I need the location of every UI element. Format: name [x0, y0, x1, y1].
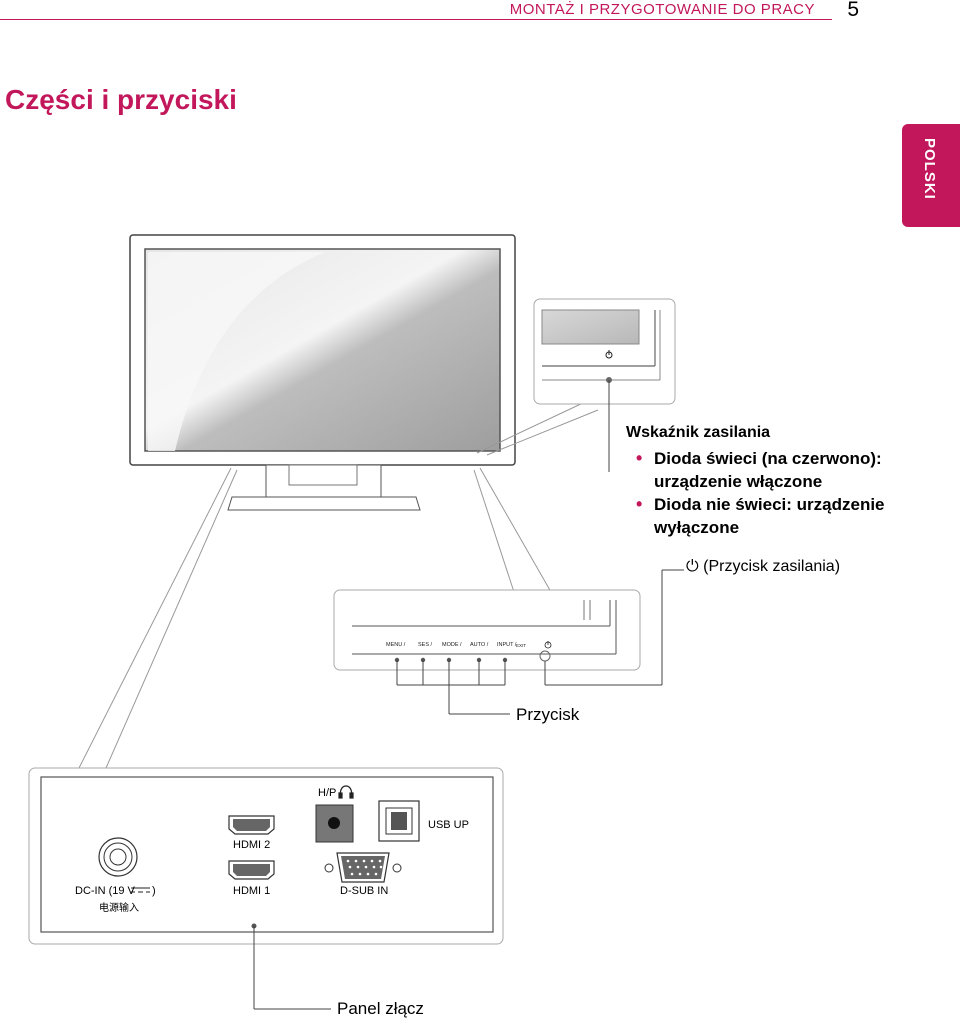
- usb-up-port: [378, 800, 420, 842]
- power-indicator-callout: [533, 298, 676, 472]
- panel-label: Panel złącz: [337, 999, 424, 1018]
- menu-label: MENU /: [386, 642, 406, 648]
- headphone-port: [315, 804, 354, 843]
- headphone-icon: [338, 785, 354, 799]
- dc-symbol-icon: [131, 887, 150, 893]
- power-button-label: ⏻ (Przycisk zasilania): [686, 558, 840, 576]
- language-tab-label: POLSKI: [921, 138, 938, 200]
- dc-in-label: DC-IN (19 V: [75, 885, 135, 897]
- power-icon: ⏻: [686, 558, 699, 575]
- exit-label: EXIT: [516, 643, 527, 648]
- hp-label: H/P: [318, 787, 337, 799]
- callout-lines: [78, 401, 599, 769]
- mode-label: MODE /: [442, 642, 462, 648]
- dc-in-cn-label: 电源输入: [99, 903, 139, 914]
- usb-up-label: USB UP: [428, 819, 469, 831]
- button-panel-callout: [333, 569, 684, 715]
- section-title: Części i przyciski: [5, 84, 237, 115]
- input-label: INPUT /: [497, 642, 517, 648]
- list-item: Dioda nie świeci: urządzenie wyłączone: [636, 493, 936, 539]
- dsub-label: D-SUB IN: [340, 885, 389, 897]
- dc-in-port: [98, 837, 138, 877]
- page-number: 5: [847, 0, 859, 21]
- monitor-front: [129, 234, 516, 511]
- connector-panel: [28, 767, 504, 1010]
- header-title: MONTAŻ I PRZYGOTOWANIE DO PRACY: [509, 1, 815, 18]
- power-indicator-title: Wskaźnik zasilania: [626, 424, 771, 441]
- buttons-label: Przycisk: [516, 705, 580, 724]
- auto-label: AUTO /: [470, 642, 489, 648]
- ses-label: SES /: [418, 642, 433, 648]
- list-item: Dioda świeci (na czerwono): urządzenie w…: [636, 447, 936, 493]
- power-button-text: (Przycisk zasilania): [703, 558, 841, 575]
- hdmi2-label: HDMI 2: [233, 839, 271, 851]
- header-rule: [0, 19, 832, 20]
- hdmi2-port: [228, 815, 275, 835]
- dc-in-close: ): [152, 885, 156, 897]
- hdmi1-label: HDMI 1: [233, 885, 271, 897]
- hdmi1-port: [228, 860, 275, 880]
- power-indicator-list: Dioda świeci (na czerwono): urządzenie w…: [636, 447, 936, 539]
- language-tab[interactable]: POLSKI: [902, 124, 960, 227]
- dsub-port: [324, 852, 402, 883]
